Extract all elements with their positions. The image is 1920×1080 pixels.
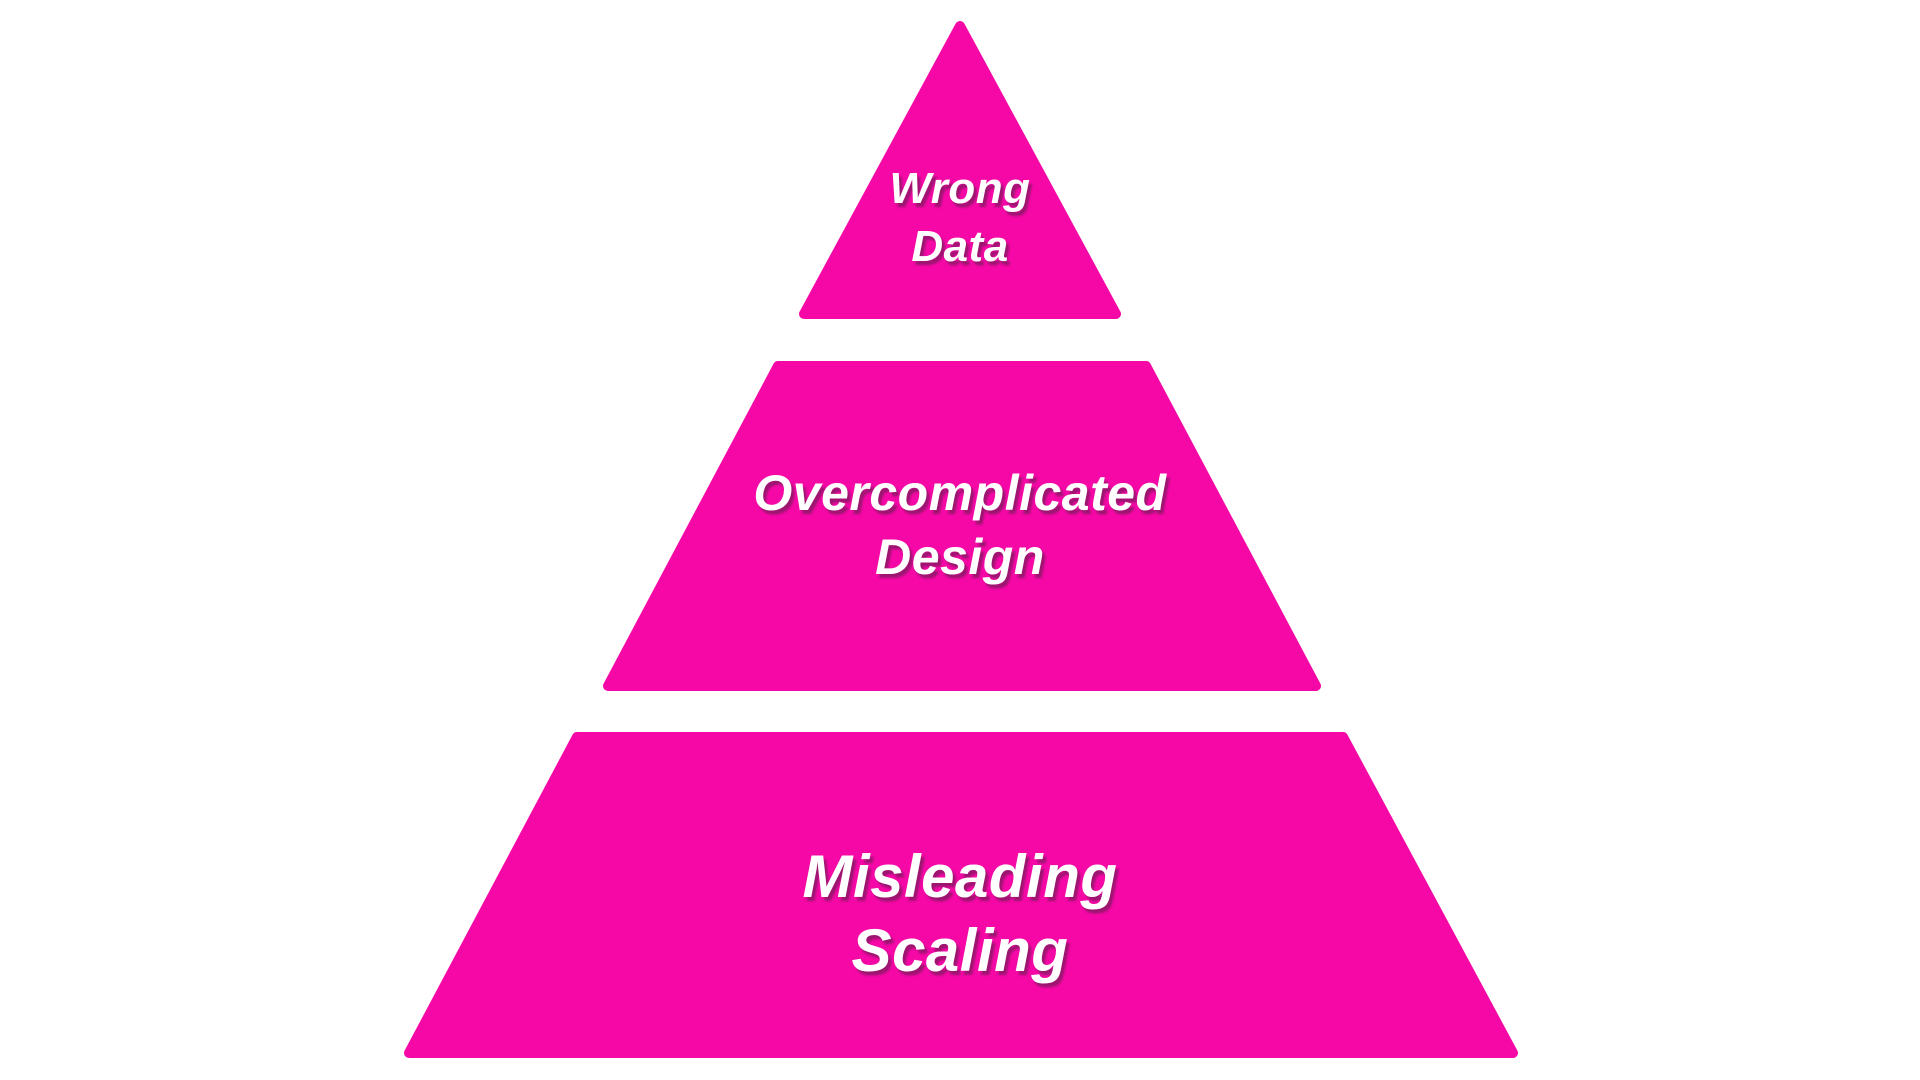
pyramid-middle-label-line1: Overcomplicated	[753, 465, 1167, 521]
pyramid-top-triangle-shape	[799, 21, 1121, 319]
pyramid-middle-trapezoid-shape	[603, 361, 1321, 691]
pyramid-bottom-trapezoid-shape	[404, 732, 1518, 1058]
pyramid-top-label: Wrong Data	[0, 160, 1920, 276]
pyramid-middle-label-line2: Design	[875, 529, 1045, 585]
pyramid-middle-label: Overcomplicated Design	[0, 461, 1920, 589]
pyramid-top-label-line2: Data	[911, 222, 1009, 271]
pyramid-top-label-line1: Wrong	[889, 164, 1031, 213]
pyramid-bottom-label: Misleading Scaling	[0, 840, 1920, 988]
pyramid-bottom-label-line2: Scaling	[851, 917, 1069, 984]
pyramid-bottom-label-line1: Misleading	[802, 843, 1118, 910]
